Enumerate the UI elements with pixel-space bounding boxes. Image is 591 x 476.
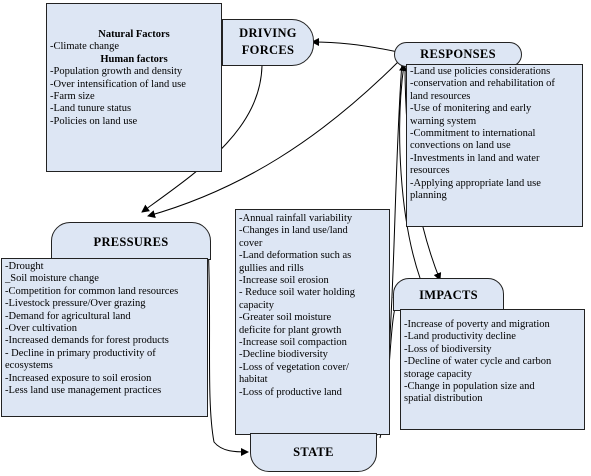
impacts-line: -Decline of water cycle and carbon — [404, 356, 552, 368]
pressures-line: -Increased demands for forest products — [5, 335, 169, 347]
pressures-line: -Over cultivation — [5, 323, 78, 335]
state-line: -Loss of productive land — [239, 386, 342, 398]
responses-label: RESPONSES — [394, 42, 522, 67]
pressures-line: -Increased exposure to soil erosion — [5, 372, 152, 384]
responses-line: -conservation and rehabilitation of — [410, 78, 555, 90]
pressures-box: -Drought _Soil moisture change -Competit… — [1, 258, 208, 417]
state-line: -Land deformation such as — [239, 250, 352, 262]
natural-factors-heading: Natural Factors — [98, 29, 170, 40]
state-line: capacity — [239, 299, 274, 311]
impacts-label: IMPACTS — [393, 278, 504, 311]
state-label: STATE — [250, 433, 377, 472]
impacts-line: -Change in population size and — [404, 381, 535, 393]
impacts-line: -Loss of biodiversity — [404, 343, 492, 355]
state-line: -Increase soil erosion — [239, 275, 329, 287]
pressures-label: PRESSURES — [51, 222, 211, 260]
state-box: -Annual rainfall variability -Changes in… — [235, 209, 390, 435]
responses-line: -Use of monitering and early — [410, 103, 532, 115]
responses-line: convections on land use — [410, 140, 511, 152]
responses-line: -Investments in land and water — [410, 152, 540, 164]
impacts-box: -Increase of poverty and migration -Land… — [400, 309, 585, 430]
state-line: -Decline biodiversity — [239, 349, 328, 361]
human-factor-item: -Over intensification of land use — [50, 78, 186, 90]
pressures-line: -Drought — [5, 261, 44, 272]
state-line: -Loss of vegetation cover/ — [239, 361, 349, 373]
pressures-line: - Decline in primary productivity of — [5, 347, 156, 359]
natural-factor-item: -Climate change — [50, 41, 120, 53]
human-factor-item: -Policies on land use — [50, 115, 138, 127]
responses-line: land resources — [410, 90, 471, 102]
human-factor-item: -Land tunure status — [50, 103, 132, 115]
driving-forces-title-line1: DRIVING — [239, 26, 297, 40]
state-line: deficite for plant growth — [239, 324, 342, 336]
impacts-line: -Increase of poverty and migration — [404, 319, 550, 330]
responses-line: -Applying appropriate land use — [410, 177, 541, 189]
pressures-line: -Competition for common land resources — [5, 285, 179, 297]
responses-box: -Land use policies considerations -conse… — [406, 64, 583, 227]
human-factor-item: -Farm size — [50, 91, 95, 103]
state-line: -Annual rainfall variability — [239, 213, 353, 224]
state-line: habitat — [239, 374, 268, 386]
human-factor-item: -Population growth and density — [50, 66, 183, 78]
responses-line: -Land use policies considerations — [410, 66, 551, 77]
pressures-line: _Soil moisture change — [5, 273, 99, 285]
state-line: - Reduce soil water holding — [239, 287, 356, 299]
responses-line: warning system — [410, 115, 477, 127]
pressures-line: -Demand for agricultural land — [5, 310, 131, 322]
arrow-responses-to-driving-forces — [311, 38, 399, 53]
driving-forces-title-line2: FORCES — [241, 43, 295, 57]
impacts-line: storage capacity — [404, 368, 472, 380]
responses-line: planning — [410, 190, 447, 202]
pressures-line: ecosystems — [5, 360, 53, 372]
responses-line: -Commitment to international — [410, 128, 536, 140]
responses-line: resources — [410, 165, 450, 177]
impacts-line: -Land productivity decline — [404, 331, 516, 343]
human-factors-heading: Human factors — [100, 53, 168, 65]
driving-forces-box: Natural Factors -Climate change Human fa… — [46, 3, 222, 172]
driving-forces-label: DRIVING FORCES — [222, 19, 314, 66]
pressures-line: -Less land use management practices — [5, 385, 162, 397]
impacts-line: spatial distribution — [404, 393, 483, 405]
state-line: -Changes in land use/land — [239, 225, 348, 237]
state-line: -Increase soil compaction — [239, 337, 347, 349]
state-line: -Greater soil moisture — [239, 312, 332, 324]
state-line: cover — [239, 237, 263, 249]
pressures-line: -Livestock pressure/Over grazing — [5, 298, 146, 310]
state-line: gullies and rills — [239, 262, 304, 274]
